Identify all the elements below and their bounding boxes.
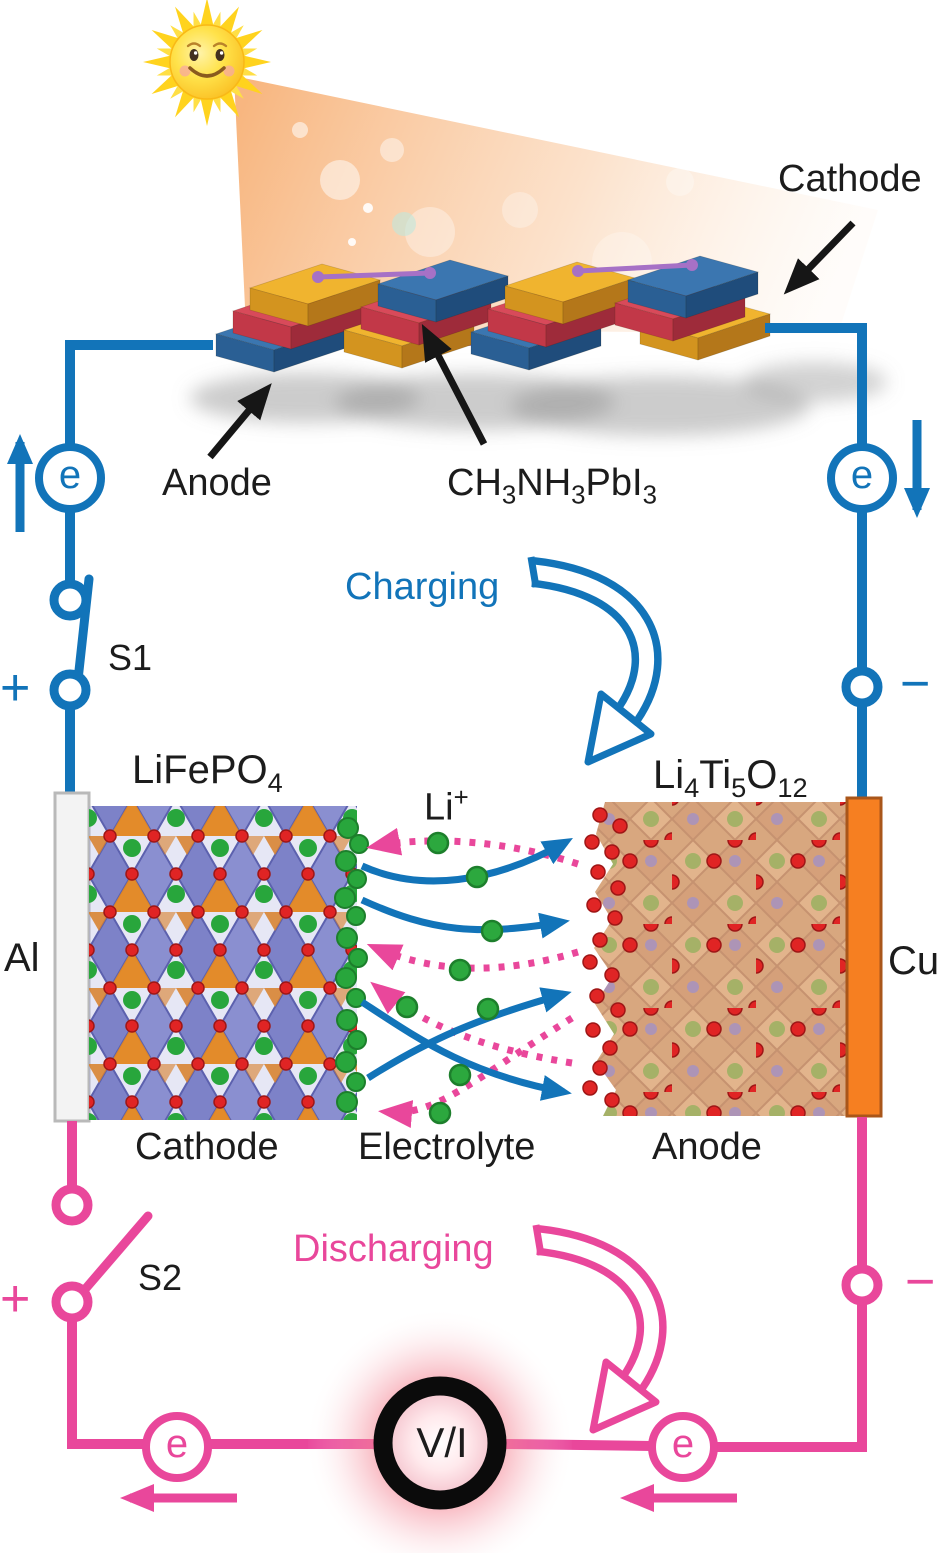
vi-meter-ring bbox=[373, 1376, 507, 1510]
battery-cathode-label: Cathode bbox=[135, 1126, 279, 1168]
battery-anode-label: Anode bbox=[652, 1126, 762, 1168]
sun-icon bbox=[143, 0, 271, 126]
copper-label: Cu bbox=[888, 939, 940, 983]
plus-terminal-pink: + bbox=[0, 1270, 31, 1328]
electrolyte-label: Electrolyte bbox=[358, 1126, 536, 1168]
lto-crystal-structure bbox=[594, 802, 848, 1116]
li-ion-particles bbox=[395, 831, 504, 1125]
discharging-circuit-wires bbox=[67, 1117, 867, 1452]
electron-symbol-blue-left: e bbox=[58, 452, 82, 497]
label-pointer-arrows bbox=[207, 220, 856, 460]
anode-pointer-arrow bbox=[207, 383, 272, 460]
charging-loop-arrow bbox=[527, 556, 662, 766]
minus-terminal-pink: − bbox=[905, 1253, 936, 1311]
solar-cell-shadows bbox=[190, 362, 887, 436]
absorber-pointer-arrow bbox=[421, 324, 488, 446]
electron-symbol-blue-right: e bbox=[850, 452, 874, 497]
lithium-surface-ions bbox=[334, 817, 369, 1113]
lto-surface-oxygen bbox=[582, 807, 628, 1108]
aluminum-current-collector bbox=[53, 791, 91, 1123]
perovskite-formula-label: CH3NH3PbI3 bbox=[447, 462, 657, 510]
s2-switch-label: S2 bbox=[138, 1257, 183, 1298]
copper-current-collector bbox=[845, 796, 883, 1118]
discharging-label: Discharging bbox=[293, 1228, 494, 1270]
solar-anode-label: Anode bbox=[162, 462, 272, 504]
charging-label: Charging bbox=[345, 566, 500, 608]
electron-meter-pink-left bbox=[142, 1412, 212, 1482]
lifepo4-crystal-structure bbox=[89, 806, 357, 1120]
electron-meter-blue-right bbox=[827, 443, 897, 513]
li-ion-charge-paths bbox=[360, 838, 573, 1101]
discharging-loop-arrow bbox=[532, 1224, 667, 1434]
vi-meter-label: V/I bbox=[416, 1419, 468, 1466]
cathode-material-label: LiFePO4 bbox=[132, 748, 283, 798]
electron-meter-pink-right bbox=[648, 1412, 718, 1482]
cell-interconnect-front bbox=[312, 259, 698, 283]
lithium-ion-label: Li+ bbox=[424, 784, 469, 829]
s1-switch-label: S1 bbox=[108, 637, 153, 678]
terminal-node-blue-right bbox=[841, 666, 883, 708]
solar-cell-1 bbox=[214, 263, 382, 373]
terminal-node-pink-right bbox=[841, 1264, 883, 1306]
electron-symbol-pink-left: e bbox=[165, 1421, 189, 1466]
s2-switch bbox=[51, 1184, 153, 1323]
solar-cell-3 bbox=[469, 261, 637, 371]
minus-terminal-blue: − bbox=[900, 655, 931, 713]
charging-circuit-wires bbox=[65, 323, 867, 799]
plus-terminal-blue: + bbox=[0, 659, 31, 717]
electron-meter-blue-left bbox=[35, 443, 105, 513]
solar-cell-4 bbox=[613, 255, 772, 361]
aluminum-label: Al bbox=[4, 936, 40, 980]
s1-switch bbox=[49, 574, 94, 711]
cathode-pointer-arrow bbox=[783, 220, 856, 295]
anode-material-label: Li4Ti5O12 bbox=[653, 753, 808, 803]
solar-cathode-label: Cathode bbox=[778, 158, 922, 200]
electron-symbol-pink-right: e bbox=[671, 1421, 695, 1466]
